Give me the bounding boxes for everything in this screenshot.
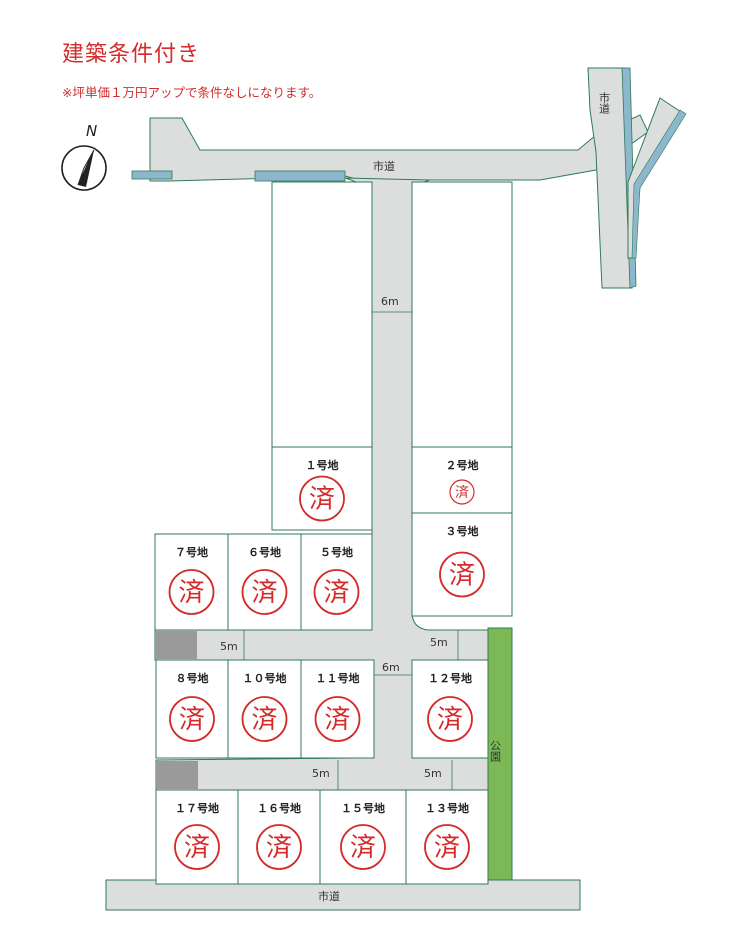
lot-label: １３号地 [425,801,469,815]
south-road [105,879,581,911]
sold-mark: 済 [178,578,204,608]
sold-mark: 済 [350,833,376,863]
sold-circle [313,569,360,615]
lot-label: ７号地 [175,545,208,559]
gray-block-lower [156,761,198,789]
sold-mark: 済 [251,705,277,735]
sold-circle [449,479,475,505]
sold-mark: 済 [324,705,350,735]
sold-circle [241,696,288,742]
north-road [149,114,649,182]
east-road-label: 市道 [598,91,611,114]
lot-label: １２号地 [428,671,472,685]
main-road-width: 6m [381,295,399,308]
cross-road-width: 6m [382,661,400,674]
park-label: 公園 [489,740,502,763]
lot-upper-left-unsold [271,181,373,448]
lot-label: １１号地 [316,671,360,685]
lot-outline [271,446,373,531]
sold-circle [168,569,215,615]
sold-mark: 済 [449,561,475,591]
sold-circle [299,475,345,522]
sold-circle [424,824,470,870]
lot-label: ５号地 [320,545,353,559]
sold-mark: 済 [437,705,463,735]
page-title: 建築条件付き [62,42,201,67]
lots-layer: １号地済２号地済３号地済５号地済６号地済７号地済８号地済１０号地済１１号地済１２… [154,446,513,885]
lot-label: １号地 [306,458,339,472]
lane-lower-right-width: 5m [424,767,442,780]
sold-circle [256,824,302,870]
sold-circle [241,569,288,615]
sold-circle [174,824,220,870]
pricing-note: ※坪単価１万円アップで条件なしになります。 [62,85,322,100]
north-road-label: 市道 [373,159,395,173]
sold-mark: 済 [266,833,292,863]
sold-mark: 済 [184,833,210,863]
compass-label: N [86,122,97,140]
sold-circle [169,696,215,742]
sold-circle [314,696,361,742]
lot-label: １５号地 [341,801,385,815]
water-channel-left [131,170,173,180]
northeast-water [631,109,687,259]
lot-label: ８号地 [176,671,209,685]
lane-lower-left-width: 5m [312,767,330,780]
sold-mark: 済 [434,833,460,863]
lot-label: ３号地 [446,524,479,538]
south-road-label: 市道 [318,889,340,903]
sold-mark: 済 [309,485,335,515]
sold-mark: 済 [251,578,277,608]
lot-label: ２号地 [446,458,479,472]
lot-upper-right-unsold [411,181,513,448]
sold-circle [340,824,386,870]
lot-label: ６号地 [248,545,281,559]
sold-circle [439,551,485,598]
water-channel-mid [254,170,346,182]
lot-label: １７号地 [175,801,219,815]
sold-circle [427,696,473,742]
lot-label: １６号地 [257,801,301,815]
sold-mark: 済 [323,578,349,608]
lane-upper-left-width: 5m [220,640,238,653]
sold-mark: 済 [179,705,205,735]
lane-upper-right-width: 5m [430,636,448,649]
gray-block-upper [155,631,197,659]
lot-label: １０号地 [243,671,287,685]
lot-outline [411,512,513,617]
sold-mark: 済 [455,485,469,501]
north-arrow-icon: N [61,122,107,191]
